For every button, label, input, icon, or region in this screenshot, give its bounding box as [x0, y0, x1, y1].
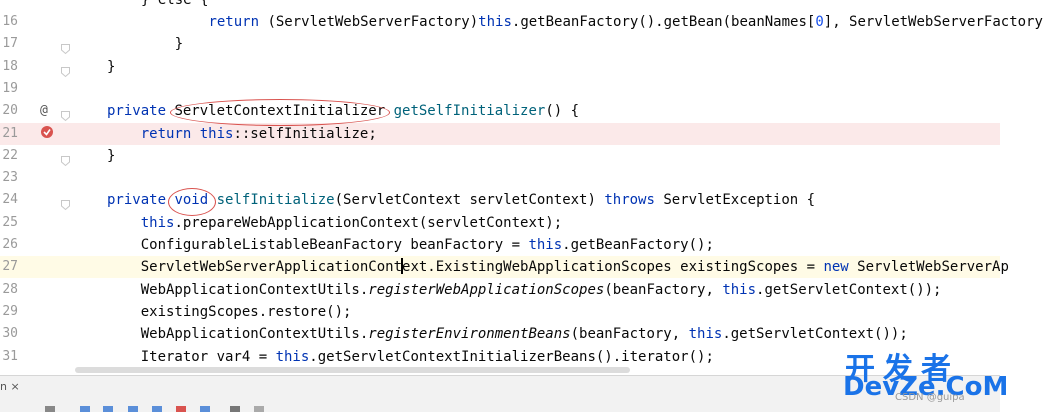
code-text: Iterator var4 = this.getServletContextIn… — [107, 348, 714, 365]
watermark-cn: 开发者 — [845, 352, 959, 387]
code-text: } — [141, 36, 184, 53]
fold-icon[interactable] — [61, 62, 70, 77]
line-number: 18 — [2, 58, 18, 74]
line-number: 25 — [2, 214, 18, 230]
tool-window-label: n × — [0, 380, 20, 393]
bottom-toolbar: n × — [0, 375, 1000, 412]
code-line[interactable]: 29 existingScopes.restore(); — [0, 301, 1000, 323]
toolbar-icon-2[interactable] — [80, 406, 90, 412]
line-number: 19 — [2, 80, 18, 96]
code-text: this.prepareWebApplicationContext(servle… — [140, 214, 563, 231]
code-text: existingScopes.restore(); — [107, 303, 352, 320]
line-number: 27 — [2, 259, 18, 275]
line-number: 31 — [2, 348, 18, 364]
watermark-small: CSDN @guipa — [895, 392, 965, 403]
toolbar-icon-9[interactable] — [254, 406, 264, 412]
code-line[interactable]: 26 ConfigurableListableBeanFactory beanF… — [0, 234, 1000, 256]
code-line[interactable]: 20 @ private ServletContextInitializer get… — [0, 100, 1000, 122]
code-text: private void selfInitialize(ServletConte… — [107, 192, 816, 209]
fold-icon[interactable] — [61, 195, 70, 211]
toolbar-icon-3[interactable] — [103, 406, 113, 412]
watermark-en: DevZe.CoM — [843, 372, 1009, 402]
code-text: return (ServletWebServerFactory)this.get… — [208, 14, 1043, 30]
code-text: WebApplicationContextUtils.registerEnvir… — [107, 326, 908, 343]
line-number: 21 — [2, 125, 18, 141]
code-line-partial: } else { — [0, 0, 1000, 11]
breakpoint-icon[interactable] — [40, 123, 54, 145]
code-line[interactable]: 23 — [0, 167, 1000, 189]
code-line[interactable]: 16 return (ServletWebServerFactory)this.… — [0, 11, 1043, 33]
line-number: 24 — [2, 192, 18, 208]
code-line[interactable]: 19 — [0, 78, 1000, 100]
code-text: } — [107, 58, 116, 75]
fold-icon[interactable] — [61, 151, 70, 166]
toolbar-icon-7[interactable] — [200, 406, 210, 412]
code-text: } else { — [141, 0, 209, 8]
code-line[interactable]: 21 return this::selfInitialize; — [0, 122, 1000, 145]
code-text: private ServletContextInitializer getSel… — [107, 103, 580, 120]
line-number: 30 — [2, 326, 18, 342]
code-text: ConfigurableListableBeanFactory beanFact… — [107, 237, 714, 253]
line-number: 20 — [2, 103, 18, 119]
code-line[interactable]: 31 Iterator var4 = this.getServletContex… — [0, 346, 1000, 368]
code-line[interactable]: 27 ServletWebServerApplicationContext.Ex… — [0, 256, 1009, 279]
line-number: 23 — [2, 170, 18, 186]
line-number: 16 — [2, 14, 18, 29]
toolbar-icon-1[interactable] — [45, 406, 55, 412]
code-text: return this::selfInitialize; — [140, 125, 377, 142]
toolbar-icon-4[interactable] — [128, 406, 138, 412]
line-number: 29 — [2, 303, 18, 319]
override-marker-icon[interactable]: @ — [40, 103, 48, 119]
code-line[interactable]: 28 WebApplicationContextUtils.registerWe… — [0, 279, 1000, 301]
line-number: 22 — [2, 147, 18, 163]
fold-icon[interactable] — [61, 106, 70, 122]
code-line[interactable]: 17 } — [0, 33, 1000, 55]
toolbar-icon-8[interactable] — [230, 406, 240, 412]
line-number: 28 — [2, 281, 18, 297]
code-line[interactable]: 30 WebApplicationContextUtils.registerEn… — [0, 323, 1000, 345]
toolbar-icon-6[interactable] — [176, 406, 186, 412]
code-text: } — [107, 147, 116, 164]
code-line[interactable]: 24 private void selfInitialize(ServletCon… — [0, 189, 1000, 211]
code-text: ServletWebServerApplicationContext.Exist… — [107, 258, 1009, 276]
horizontal-scrollbar[interactable] — [75, 367, 630, 373]
fold-icon[interactable] — [61, 39, 70, 55]
code-line[interactable]: 18} — [0, 56, 1000, 78]
line-number: 17 — [2, 36, 18, 52]
code-line[interactable]: 25 this.prepareWebApplicationContext(ser… — [0, 212, 1000, 234]
code-line[interactable]: 22} — [0, 145, 1000, 167]
line-number: 26 — [2, 237, 18, 252]
code-text: WebApplicationContextUtils.registerWebAp… — [107, 281, 942, 298]
toolbar-icon-5[interactable] — [152, 406, 162, 412]
code-editor[interactable]: } else { 16 return (ServletWebServerFact… — [0, 0, 1043, 375]
